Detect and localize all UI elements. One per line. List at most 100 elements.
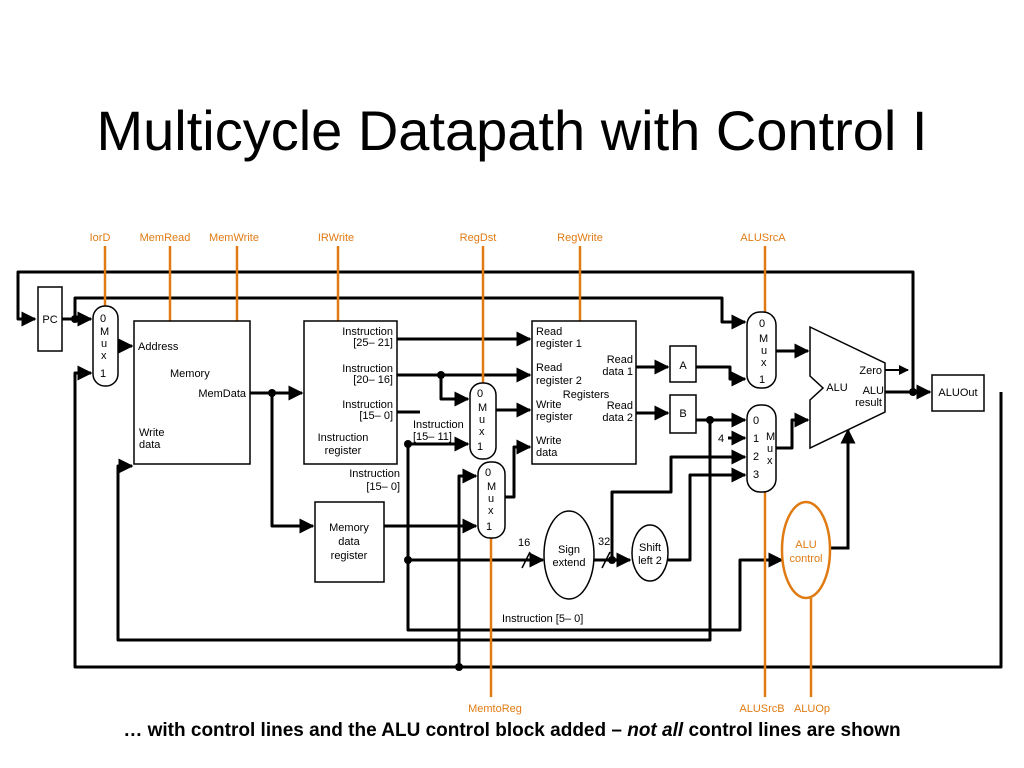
wire-label-ir-15-11: Instruction (413, 419, 464, 431)
junction (268, 389, 276, 397)
wire-rt-to-regdst-mux (439, 375, 470, 407)
regs-label: register 1 (536, 338, 582, 350)
bus-slash-16 (521, 551, 531, 569)
wire-a-to-alusrca (696, 365, 747, 387)
aluout-register (931, 374, 985, 412)
mem-address-label: Address (138, 341, 179, 353)
mux-label: M (100, 326, 109, 338)
mem-memdata-label: MemData (198, 388, 247, 400)
shift-label: left 2 (638, 555, 662, 567)
wire-shift-to-mux3 (668, 467, 747, 562)
mux-label: x (488, 505, 494, 517)
mux-label: M (478, 402, 487, 414)
signext-label: extend (552, 557, 585, 569)
wire-alucontrol-to-alu (830, 428, 856, 550)
wire-label-32: 32 (598, 536, 610, 548)
wire-label-const4: 4 (718, 433, 724, 445)
label-irwrite: IRWrite (318, 232, 354, 244)
shift-label: Shift (639, 542, 661, 554)
wire-aluout-to-memtoreg (457, 468, 478, 667)
pc-label: PC (42, 314, 57, 326)
junction (909, 388, 917, 396)
mdr-label: Memory (329, 522, 369, 534)
regs-name-label: Registers (563, 389, 610, 401)
caption-suffix: control lines are shown (683, 720, 901, 741)
junction (608, 556, 616, 564)
wire-label-ir-15-0: [15– 0] (366, 481, 400, 493)
mux-label: 3 (753, 469, 759, 481)
mux-label: 1 (100, 368, 106, 380)
alu-label: ALU (826, 382, 847, 394)
wire-alusrcb-to-alu (776, 412, 810, 450)
mux-label: u (761, 345, 767, 357)
mux-label: u (767, 443, 773, 455)
memory-block (133, 320, 251, 465)
mem-name-label: Memory (170, 368, 210, 380)
mux-label: u (101, 338, 107, 350)
wire-label-16: 16 (518, 537, 530, 549)
data-wires (16, 270, 1003, 669)
b-label: B (679, 408, 686, 420)
sign-extend (543, 510, 595, 600)
mux-label: 0 (477, 388, 483, 400)
wire-funct-to-alucontrol (406, 552, 784, 632)
caption-prefix: … with control lines and the ALU control… (123, 720, 628, 741)
mdr-label: data (338, 536, 360, 548)
wire-label-ir-15-11: [15– 11] (413, 431, 452, 443)
regs-label: data (536, 447, 558, 459)
bus-slash-32 (601, 551, 611, 569)
mux-label: 0 (100, 313, 106, 325)
ir-name-label: register (325, 445, 362, 457)
mux-label: 0 (753, 415, 759, 427)
slide-title: Multicycle Datapath with Control I (96, 99, 928, 162)
a-label: A (679, 360, 687, 372)
register-file (531, 320, 637, 465)
mux-label: 0 (485, 467, 491, 479)
b-register (669, 394, 697, 434)
mux-label: M (759, 333, 768, 345)
mux-label: u (488, 493, 494, 505)
mux-label: 1 (477, 441, 483, 453)
mux-label: x (101, 350, 107, 362)
mdr-label: register (331, 550, 368, 562)
label-alusrcb: ALUSrcB (739, 703, 784, 715)
ir-label: Instruction (342, 326, 393, 338)
wire-signext-to-mux2 (594, 449, 747, 562)
junction (455, 663, 463, 671)
label-regwrite: RegWrite (557, 232, 603, 244)
mux-label: M (487, 481, 496, 493)
ir-label: [15– 0] (359, 410, 393, 422)
mux-label: u (479, 414, 485, 426)
junction (71, 315, 79, 323)
wire-pc-to-alusrca (73, 296, 747, 330)
alucontrol-label: control (789, 553, 822, 565)
mux-alusrcb (746, 404, 777, 493)
junction (404, 440, 412, 448)
junction (706, 416, 714, 424)
alu (809, 325, 886, 450)
regs-label: register 2 (536, 375, 582, 387)
regs-label: Write (536, 399, 561, 411)
alu-zero-label: Zero (859, 365, 882, 377)
junction (437, 371, 445, 379)
mux-iord (92, 305, 119, 387)
mem-write-label-1: Write (139, 427, 164, 439)
junctions (71, 315, 917, 671)
ir-label: [20– 16] (353, 374, 393, 386)
junction (404, 556, 412, 564)
wire-b-to-writedata (116, 420, 712, 642)
mux-label: x (761, 357, 767, 369)
ir-label: [25– 21] (353, 337, 393, 349)
label-memread: MemRead (140, 232, 191, 244)
signext-label: Sign (558, 544, 580, 556)
mux-label: 1 (759, 374, 765, 386)
a-register (669, 345, 697, 383)
label-memtoreg: MemtoReg (468, 703, 522, 715)
regs-label: Read (536, 362, 562, 374)
instruction-register (303, 320, 398, 465)
alu-result-label: ALU (863, 385, 884, 397)
mux-label: 0 (759, 318, 765, 330)
mux-label: x (767, 455, 773, 467)
ir-name-label: Instruction (318, 432, 369, 444)
mux-regdst (469, 382, 497, 460)
